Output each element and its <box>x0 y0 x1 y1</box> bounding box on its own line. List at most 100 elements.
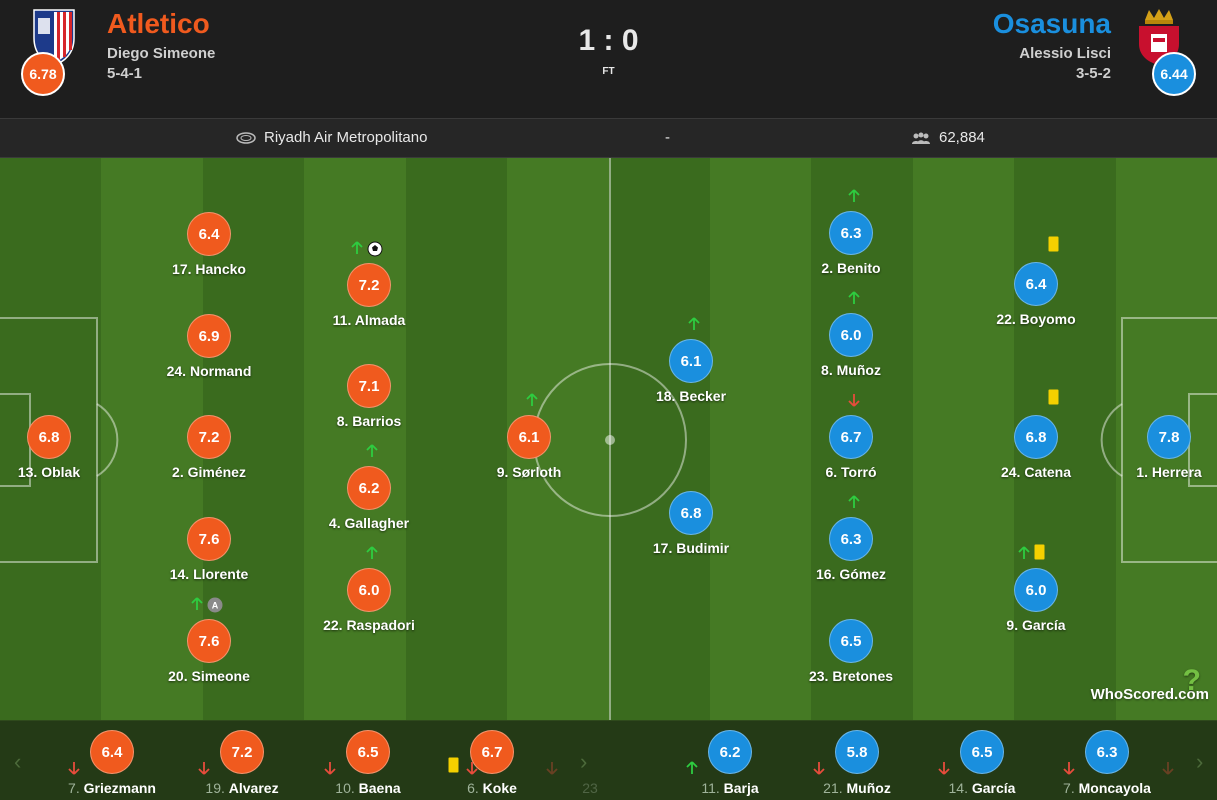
substitute-rating: 6.2 <box>708 730 752 774</box>
venue-separator: - <box>665 129 670 146</box>
home-team-name[interactable]: Atletico <box>107 8 210 39</box>
player-rating: 6.9 <box>187 314 231 358</box>
sub-on-arrow-icon <box>848 495 860 514</box>
home-subs-prev-button[interactable]: ‹ <box>14 749 22 774</box>
sub-on-arrow-icon <box>366 546 378 565</box>
player-rating: 6.8 <box>27 415 71 459</box>
player-rating: 7.8 <box>1147 415 1191 459</box>
player-surname: Raspadori <box>346 617 415 633</box>
substitute-name: 19. Alvarez <box>162 780 322 796</box>
substitute-name: 11. Barja <box>650 780 810 796</box>
away-substitute[interactable] <box>1146 721 1217 800</box>
substitute-number: 23 <box>582 780 598 796</box>
substitute-surname: Barja <box>723 780 759 796</box>
venue-attendance: 62,884 <box>911 129 985 146</box>
svg-text:A: A <box>212 601 219 611</box>
player-name: 11. Almada <box>289 312 449 328</box>
player-rating: 7.2 <box>187 415 231 459</box>
yellow-card-icon <box>1048 389 1059 410</box>
player-name: 2. Giménez <box>129 464 289 480</box>
away-team-rating: 6.44 <box>1152 52 1196 96</box>
player-rating: 7.6 <box>187 619 231 663</box>
sub-on-arrow-icon <box>686 761 698 780</box>
match-header: 6.78 Atletico Diego Simeone 5-4-1 1 : 0 … <box>0 0 1217 118</box>
player-number: 18. <box>655 388 680 404</box>
substitute-number: 7. <box>68 780 84 796</box>
substitute-rating: 5.8 <box>835 730 879 774</box>
player-surname: Oblak <box>41 464 81 480</box>
player-number: 1. <box>1136 464 1152 480</box>
player-rating: 6.1 <box>669 339 713 383</box>
venue-stadium: Riyadh Air Metropolitano <box>236 129 427 146</box>
player-surname: Simeone <box>191 668 250 684</box>
substitute-rating: 7.2 <box>220 730 264 774</box>
player-surname: Becker <box>679 388 727 404</box>
player-rating: 6.4 <box>1014 262 1058 306</box>
player-rating: 6.7 <box>829 415 873 459</box>
pitch-stripe <box>405 158 509 720</box>
player-name: 1. Herrera <box>1089 464 1217 480</box>
player-name: 16. Gómez <box>771 566 931 582</box>
player-surname: García <box>1021 617 1066 633</box>
yellow-card-icon <box>1048 236 1059 257</box>
away-player[interactable]: 6.1 18. Becker <box>631 317 751 404</box>
away-formation: 3-5-2 <box>1075 65 1111 82</box>
home-substitute[interactable]: 23 <box>530 721 650 800</box>
sub-on-arrow-icon <box>366 444 378 463</box>
substitute-surname: Alvarez <box>228 780 279 796</box>
player-name: 8. Barrios <box>289 413 449 429</box>
substitute-rating: 6.5 <box>960 730 1004 774</box>
sub-on-arrow-icon <box>1018 546 1030 565</box>
away-subs-next-button[interactable]: › <box>1196 749 1204 774</box>
player-rating: 6.3 <box>829 211 873 255</box>
player-name: 2. Benito <box>771 260 931 276</box>
player-surname: Catena <box>1024 464 1072 480</box>
player-number: 8. <box>821 362 837 378</box>
player-number: 17. <box>172 261 196 277</box>
home-subs-next-button[interactable]: › <box>580 749 588 774</box>
home-team-rating: 6.78 <box>21 52 65 96</box>
whoscored-logo[interactable]: ? WhoScored.com <box>1090 664 1209 703</box>
player-surname: Almada <box>354 312 406 328</box>
substitute-number: 19. <box>205 780 229 796</box>
player-name: 20. Simeone <box>129 668 289 684</box>
home-coach: Diego Simeone <box>107 45 216 62</box>
substitute-name: 6. Koke <box>412 780 572 796</box>
player-rating: 6.0 <box>1014 568 1058 612</box>
home-substitute[interactable]: 7.2 19. Alvarez <box>182 721 302 800</box>
player-surname: Benito <box>837 260 881 276</box>
substitute-name: 23 <box>510 780 670 796</box>
atletico-crest-icon <box>33 9 75 66</box>
player-rating: 6.0 <box>829 313 873 357</box>
away-team-name[interactable]: Osasuna <box>992 8 1111 39</box>
